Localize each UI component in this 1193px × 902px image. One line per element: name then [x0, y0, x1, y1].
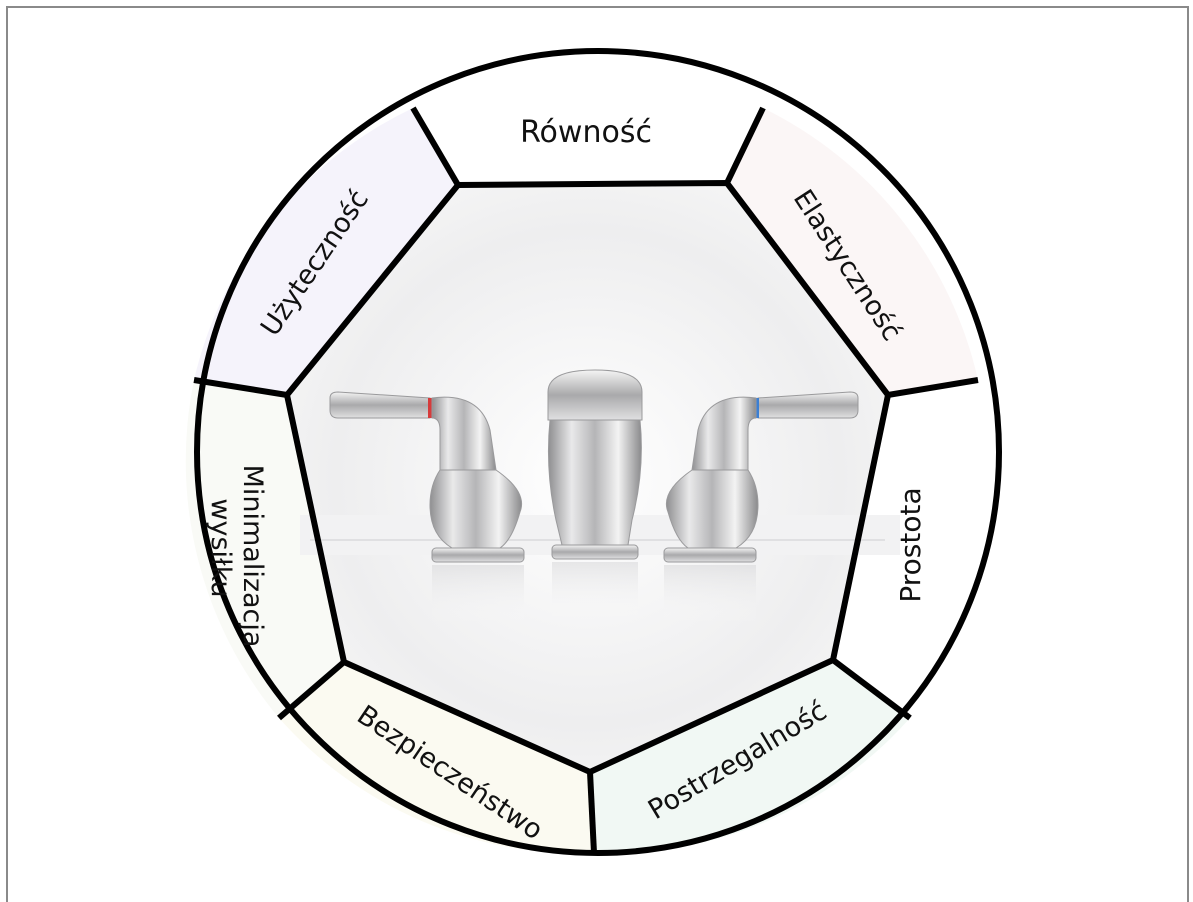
segment-divider: [410, 106, 461, 187]
segment-label-minimalizacja: Minimalizacja: [237, 465, 268, 648]
hot-handle-icon: [329, 391, 525, 625]
segment-divider: [277, 659, 346, 721]
inner-heptagon: [283, 179, 892, 776]
segment-divider: [587, 771, 597, 854]
segment-1: [727, 108, 978, 395]
segment-2: [833, 380, 991, 718]
segment-label-prostota: Prostota: [894, 487, 927, 602]
segment-6: [194, 108, 458, 395]
segment-label-rownosc: Równość: [520, 115, 652, 150]
faucet-photo: [287, 183, 900, 772]
spout-icon: [547, 369, 643, 622]
segment-dividers: [193, 106, 979, 854]
diagram-frame: [6, 6, 1189, 902]
segment-3: [590, 660, 910, 854]
segment-fills: [185, 67, 991, 854]
cold-handle-icon: [663, 391, 859, 625]
segment-5: [185, 380, 344, 718]
segment-divider: [831, 657, 912, 721]
segment-4: [279, 662, 594, 854]
segment-0: [413, 67, 763, 185]
outer-ring: [194, 48, 1002, 856]
segment-label-wysilku: wysiłku: [205, 498, 236, 597]
segment-divider: [887, 377, 979, 398]
segment-divider: [193, 377, 288, 398]
segment-divider: [724, 106, 766, 185]
